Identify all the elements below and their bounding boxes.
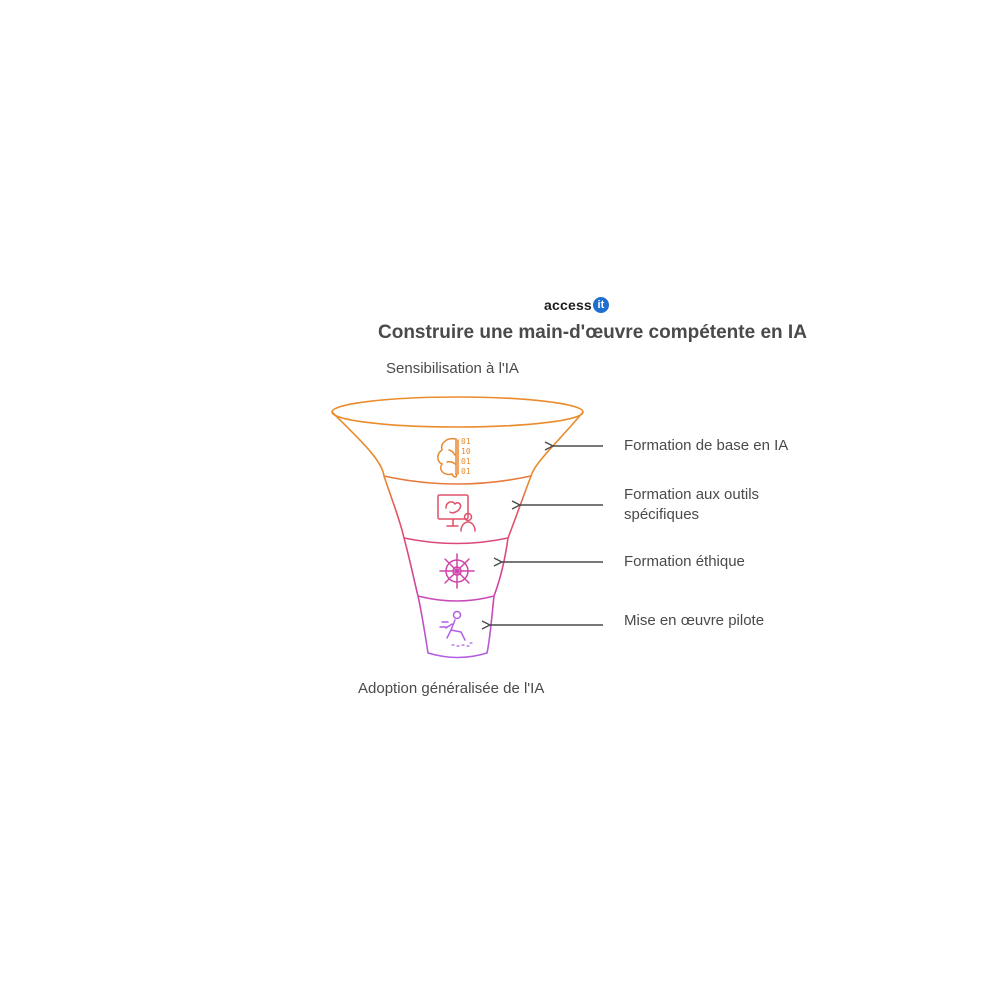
presentation-screen-icon <box>437 494 476 532</box>
stage-label-tool-training: Formation aux outils spécifiques <box>624 486 760 523</box>
diagram-title: Construire une main-d'œuvre compétente e… <box>378 322 807 343</box>
stage-label-ethics-training: Formation éthique <box>624 553 745 570</box>
svg-text:01: 01 <box>461 437 471 446</box>
divider-3 <box>417 595 495 602</box>
brain-binary-icon: 01 10 01 01 <box>437 437 471 478</box>
stage-label-basic-training: Formation de base en IA <box>624 437 789 454</box>
funnel-rim <box>331 396 584 428</box>
funnel-outline <box>331 411 584 659</box>
accessit-logo: access it <box>544 295 609 315</box>
divider-2 <box>403 537 509 545</box>
svg-text:01: 01 <box>461 467 471 476</box>
funnel-bottom-label: Adoption généralisée de l'IA <box>358 680 545 697</box>
person-sitting-icon <box>439 610 473 647</box>
logo-mark: it <box>592 297 609 313</box>
svg-text:10: 10 <box>461 447 471 456</box>
svg-text:01: 01 <box>461 457 471 466</box>
stage-label-pilot: Mise en œuvre pilote <box>624 612 765 629</box>
ship-wheel-icon <box>439 553 475 589</box>
logo-text: access <box>544 297 592 313</box>
funnel-top-label: Sensibilisation à l'IA <box>386 360 519 377</box>
divider-1 <box>383 475 532 485</box>
